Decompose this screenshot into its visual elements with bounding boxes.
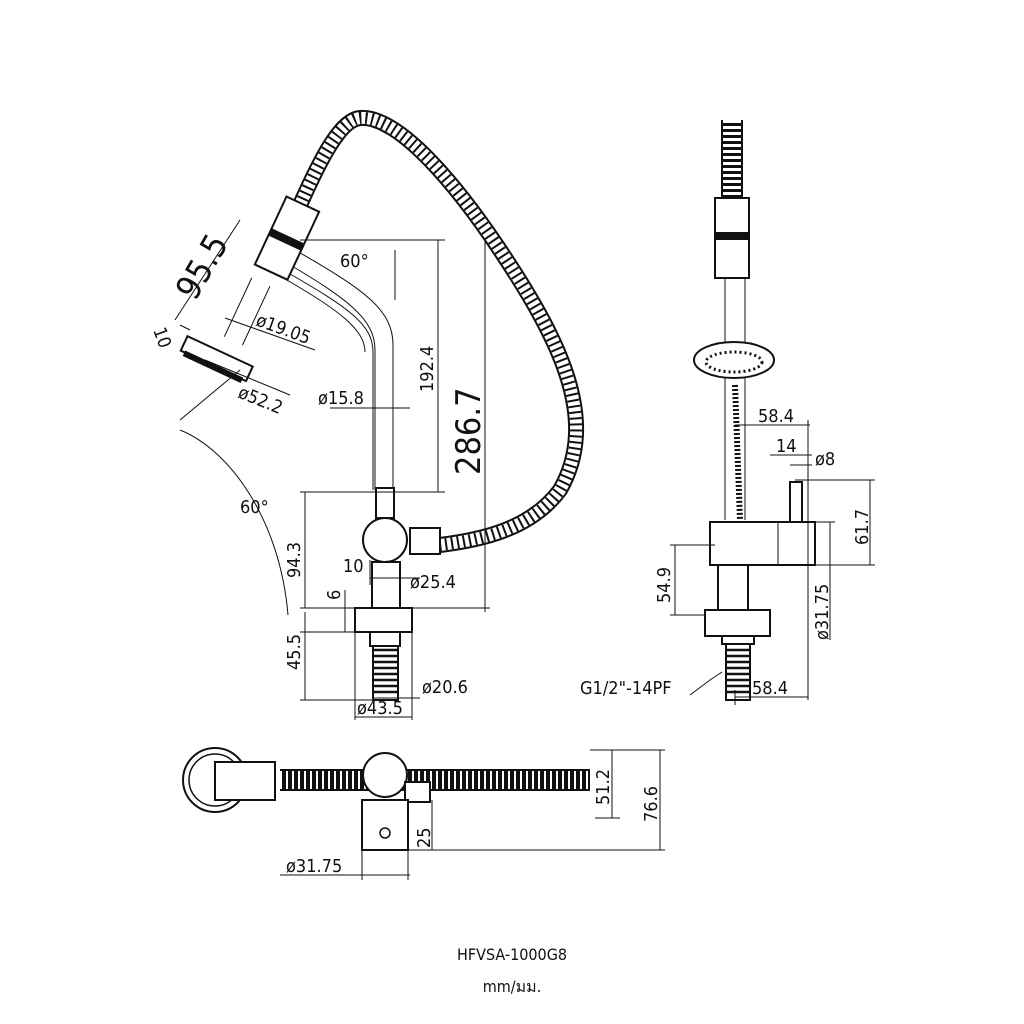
side-view: 58.4 14 ø8 61.7 54.9 ø31.75 G1/2"-14PF 5…	[580, 120, 875, 705]
side-body	[709, 521, 816, 566]
dim-post-offset: 14	[776, 436, 797, 457]
top-block	[361, 799, 409, 851]
dim-post-dia: ø8	[815, 449, 835, 470]
dim-thread-length: 45.5	[284, 634, 305, 670]
spray-handle	[253, 195, 321, 282]
dim-head-length: 95.5	[168, 228, 237, 307]
base-flange	[354, 607, 413, 633]
front-view: 95.5 10 ø19.05 ø52.2 60° 192.4 286.7 ø15…	[148, 110, 585, 720]
dim-thread-dia: ø20.6	[422, 677, 468, 698]
dim-top-block-height: 25	[414, 827, 435, 848]
dim-head-thickness: 10	[148, 325, 175, 352]
thread-spec: G1/2"-14PF	[580, 678, 672, 699]
model-number: HFVSA-1000G8	[457, 945, 567, 964]
dim-flange-thickness: 6	[324, 590, 345, 600]
dim-side-body-dia: ø31.75	[812, 584, 833, 640]
dim-connector-dia: ø25.4	[410, 572, 456, 593]
dim-body-height: 94.3	[284, 542, 305, 578]
dim-hose-height: 286.7	[449, 387, 489, 475]
valve-ball	[362, 517, 408, 563]
units-label: mm/มม.	[483, 977, 542, 996]
flexible-hose	[292, 110, 585, 553]
dim-swing-angle: 60°	[240, 497, 269, 518]
dim-neck-dia: ø19.05	[253, 310, 313, 349]
dim-top-angle: 60°	[340, 251, 369, 272]
top-view: 51.2 76.6 25 ø31.75	[182, 747, 665, 880]
dim-top-width: 51.2	[593, 769, 614, 805]
dim-lower-height: 54.9	[654, 567, 675, 603]
dim-flange-dia: ø43.5	[357, 698, 403, 719]
dim-base-depth: 58.4	[752, 678, 788, 699]
dim-pipe-dia: ø15.8	[318, 388, 364, 409]
dim-head-dia: ø52.2	[235, 382, 285, 419]
dim-body-offset: 10	[343, 556, 364, 577]
dim-spout-height: 192.4	[417, 346, 438, 392]
dim-side-depth: 58.4	[758, 406, 794, 427]
hose-connector	[409, 527, 441, 555]
dim-top-total-width: 76.6	[641, 786, 662, 822]
spray-head	[179, 334, 255, 384]
spray-neck	[223, 277, 271, 346]
dim-top-body-dia: ø31.75	[286, 856, 342, 877]
dim-post-height: 61.7	[852, 509, 873, 545]
